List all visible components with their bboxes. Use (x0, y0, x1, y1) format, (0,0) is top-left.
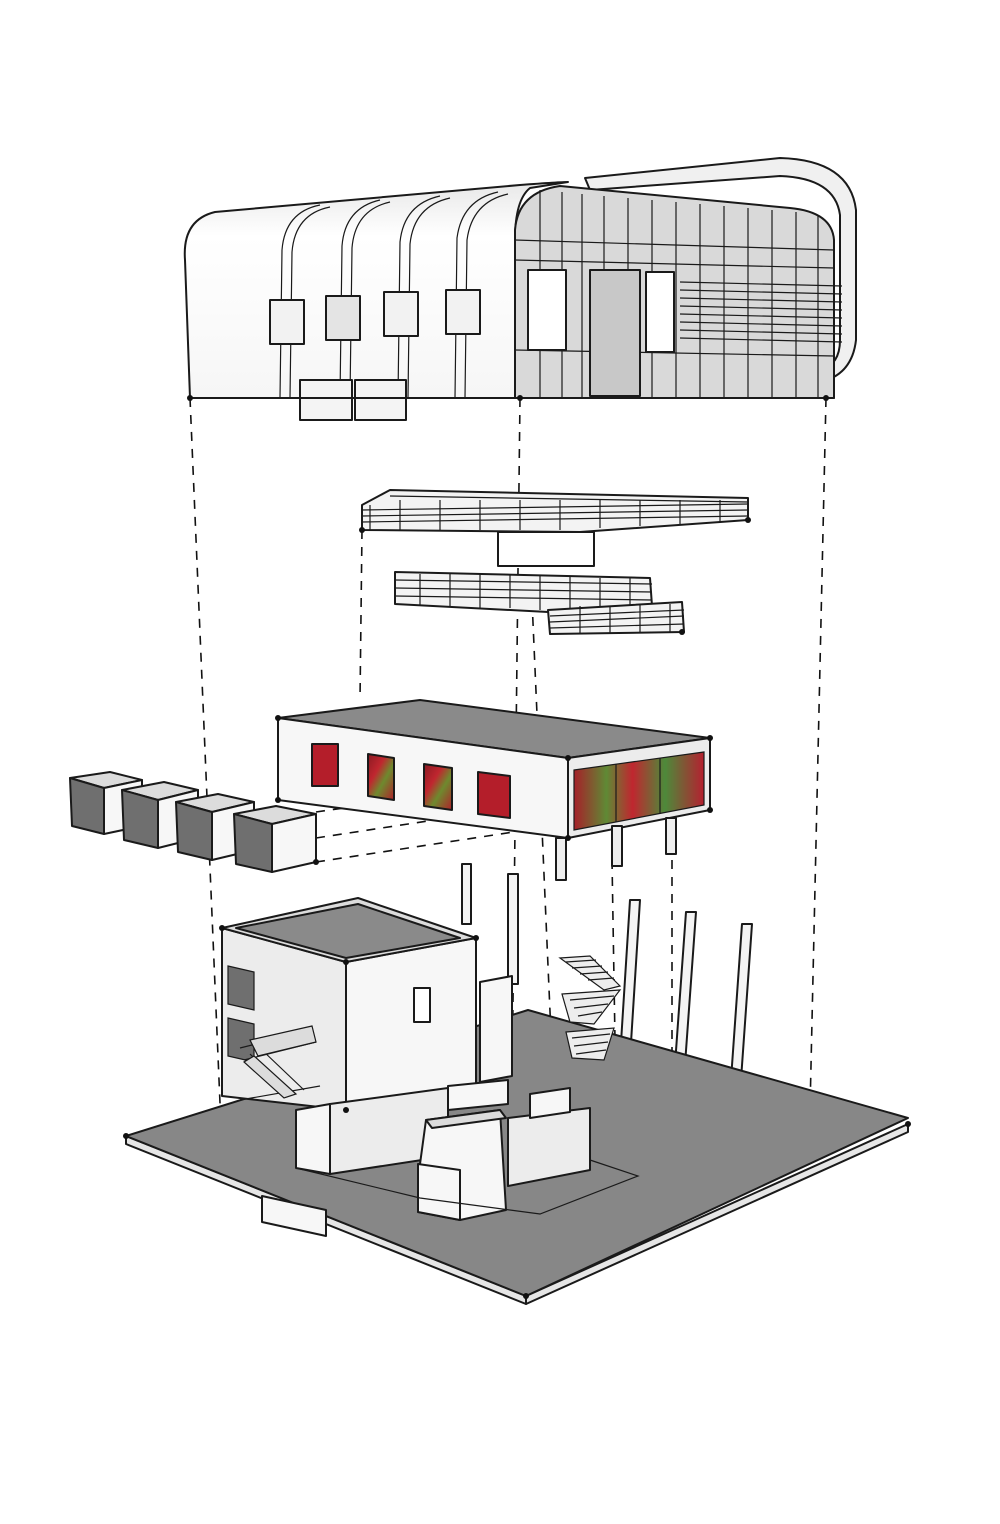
stair-flight (565, 1027, 615, 1061)
staircases (242, 955, 622, 1099)
cube-modules (69, 771, 317, 873)
stair-flight (242, 1025, 317, 1099)
node-points (123, 395, 911, 1299)
roof-shell-module (183, 157, 857, 421)
stair-flight (558, 955, 622, 991)
cube-module (175, 793, 255, 861)
upper-box-volume (277, 699, 711, 881)
stair-flight (561, 989, 622, 1025)
louvre-screens (361, 489, 749, 635)
low-walls (295, 1079, 640, 1221)
cube-module (233, 805, 317, 873)
